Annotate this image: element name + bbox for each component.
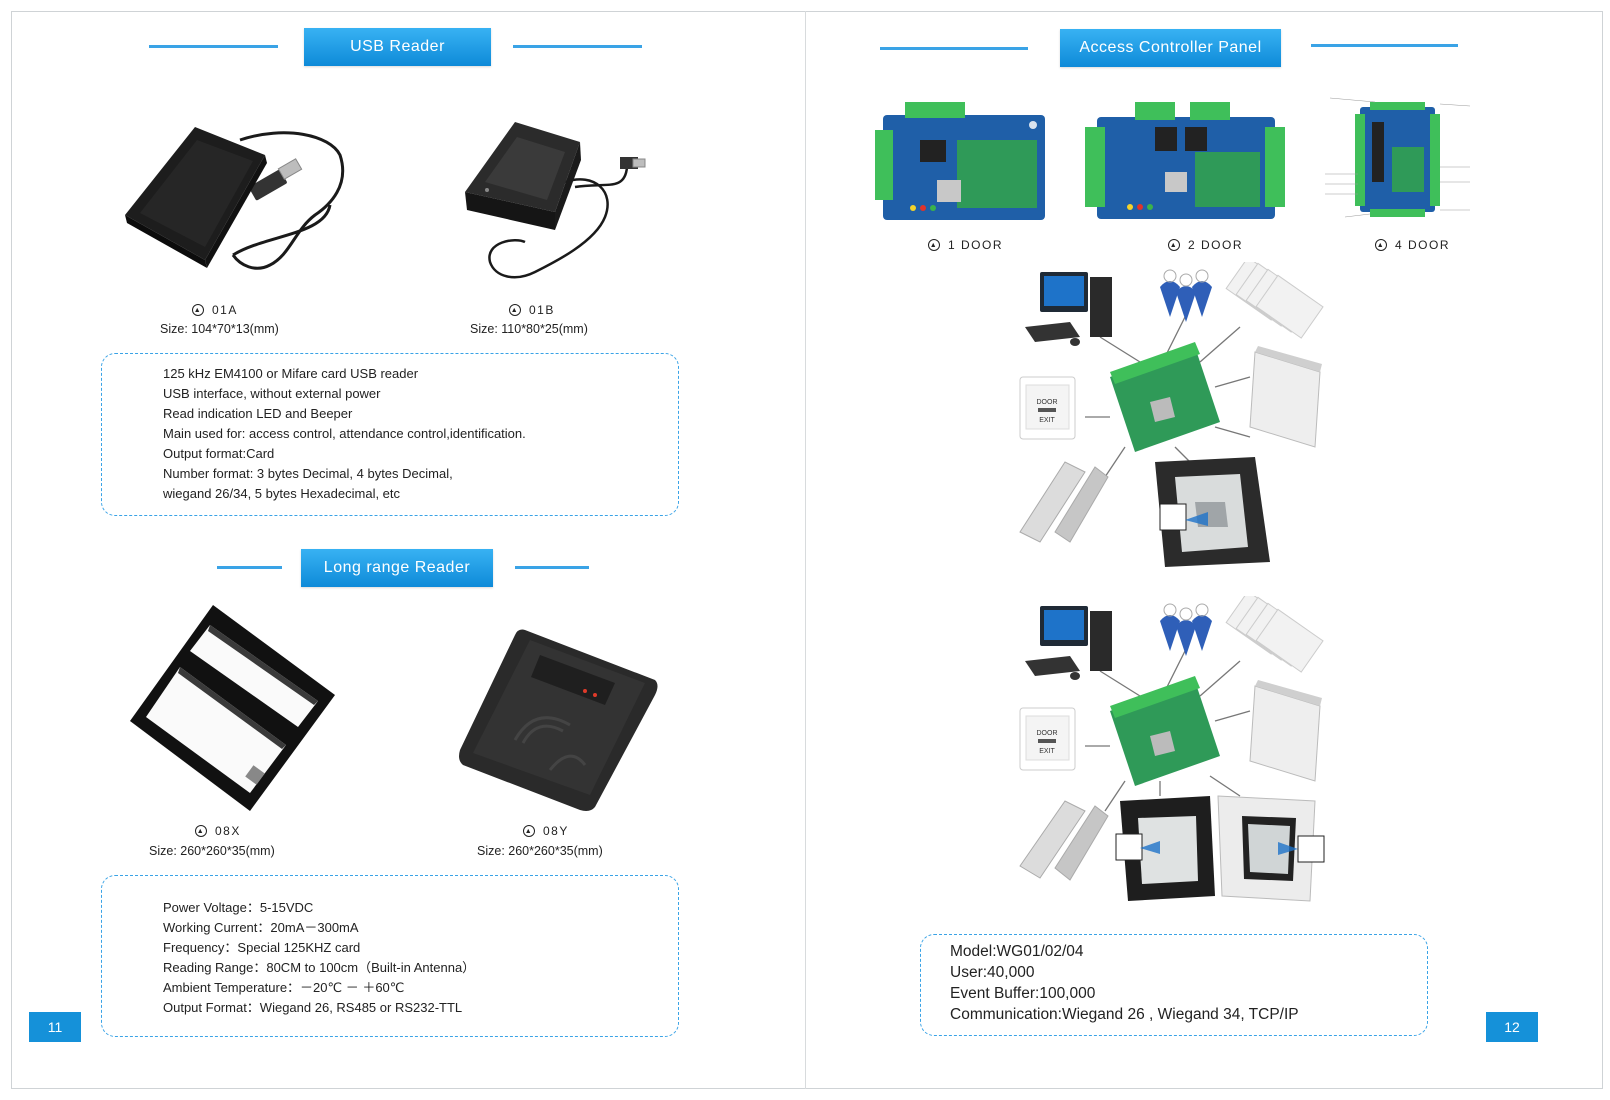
exit-button-exit-text: EXIT bbox=[1039, 748, 1055, 755]
page-fold bbox=[805, 11, 806, 1089]
long-range-reader-banner: Long range Reader bbox=[301, 549, 493, 587]
long-range-reader-08y-image bbox=[459, 629, 658, 811]
product-size-08x: Size: 260*260*35(mm) bbox=[149, 844, 275, 858]
usb-reader-title: USB Reader bbox=[350, 38, 445, 55]
spec-line: 125 kHz EM4100 or Mifare card USB reader bbox=[163, 366, 419, 381]
long-range-reader-title: Long range Reader bbox=[323, 559, 471, 576]
spec-line: Working Current：20mA－300mA bbox=[163, 920, 359, 935]
controller-code-4-door: ▲ 4 DOOR bbox=[1375, 238, 1451, 252]
controller-4-door-image bbox=[1325, 97, 1471, 218]
spec-line: Read indication LED and Beeper bbox=[163, 406, 353, 421]
title-rule-left bbox=[149, 45, 278, 48]
triangle-marker-icon: ▲ bbox=[1168, 239, 1180, 251]
usb-reader-01a-image bbox=[125, 127, 345, 270]
product-code-01b: ▲ 01B bbox=[509, 303, 555, 317]
triangle-marker-icon: ▲ bbox=[192, 304, 204, 316]
spec-line: Event Buffer:100,000 bbox=[950, 985, 1096, 1002]
page-number-left: 11 bbox=[29, 1012, 81, 1042]
usb-reader-01b-image bbox=[465, 122, 646, 279]
exit-button-door-text: DOOR bbox=[1037, 399, 1058, 406]
spec-line: Number format: 3 bytes Decimal, 4 bytes … bbox=[163, 466, 453, 481]
access-controller-title: Access Controller Panel bbox=[1079, 39, 1262, 56]
controller-1-door-image bbox=[875, 102, 1045, 220]
product-code-08y: ▲ 08Y bbox=[523, 824, 569, 838]
spec-line: Reading Range：80CM to 100cm（Built-in Ant… bbox=[163, 960, 476, 975]
triangle-marker-icon: ▲ bbox=[195, 825, 207, 837]
spec-line: Power Voltage：5-15VDC bbox=[163, 900, 314, 915]
spec-line: Main used for: access control, attendanc… bbox=[163, 426, 526, 441]
spec-line: Output format:Card bbox=[163, 446, 275, 461]
controller-spec-box: Model:WG01/02/04 User:40,000 Event Buffe… bbox=[920, 934, 1428, 1036]
system-diagram-1: DOOR EXIT bbox=[1019, 262, 1324, 567]
usb-reader-spec-box: 125 kHz EM4100 or Mifare card USB reader… bbox=[101, 353, 679, 516]
long-range-reader-08x-image bbox=[130, 605, 335, 811]
access-controller-banner: Access Controller Panel bbox=[1060, 29, 1281, 67]
exit-button-door-text: DOOR bbox=[1037, 730, 1058, 737]
controller-2-door-image bbox=[1085, 102, 1285, 219]
triangle-marker-icon: ▲ bbox=[509, 304, 521, 316]
spec-line: Frequency：Special 125KHZ card bbox=[163, 940, 361, 955]
triangle-marker-icon: ▲ bbox=[928, 239, 940, 251]
spec-line: User:40,000 bbox=[950, 964, 1035, 981]
system-diagram-2: DOOR EXIT bbox=[1019, 596, 1325, 902]
controller-code-1-door: ▲ 1 DOOR bbox=[928, 238, 1004, 252]
long-range-reader-spec-box: Power Voltage：5-15VDC Working Current：20… bbox=[101, 875, 679, 1037]
spec-line: USB interface, without external power bbox=[163, 386, 381, 401]
exit-button-exit-text: EXIT bbox=[1039, 417, 1055, 424]
triangle-marker-icon: ▲ bbox=[1375, 239, 1387, 251]
product-size-08y: Size: 260*260*35(mm) bbox=[477, 844, 603, 858]
triangle-marker-icon: ▲ bbox=[523, 825, 535, 837]
product-code-08x: ▲ 08X bbox=[195, 824, 241, 838]
title-rule-right bbox=[515, 566, 589, 569]
usb-reader-banner: USB Reader bbox=[304, 28, 491, 66]
spec-line: Model:WG01/02/04 bbox=[950, 943, 1084, 960]
title-rule-right bbox=[1311, 44, 1458, 47]
spread-frame bbox=[11, 11, 1603, 1089]
product-size-01b: Size: 110*80*25(mm) bbox=[470, 322, 588, 336]
spec-line: Output Format：Wiegand 26, RS485 or RS232… bbox=[163, 1000, 463, 1015]
title-rule-left bbox=[880, 47, 1028, 50]
spec-line: wiegand 26/34, 5 bytes Hexadecimal, etc bbox=[163, 486, 401, 501]
spec-line: Communication:Wiegand 26 , Wiegand 34, T… bbox=[950, 1006, 1299, 1023]
page-number-right: 12 bbox=[1486, 1012, 1538, 1042]
title-rule-left bbox=[217, 566, 282, 569]
spec-line: Ambient Temperature：－20℃ － ＋60℃ bbox=[163, 980, 405, 995]
product-size-01a: Size: 104*70*13(mm) bbox=[160, 322, 279, 336]
product-code-01a: ▲ 01A bbox=[192, 303, 238, 317]
title-rule-right bbox=[513, 45, 642, 48]
controller-code-2-door: ▲ 2 DOOR bbox=[1168, 238, 1244, 252]
